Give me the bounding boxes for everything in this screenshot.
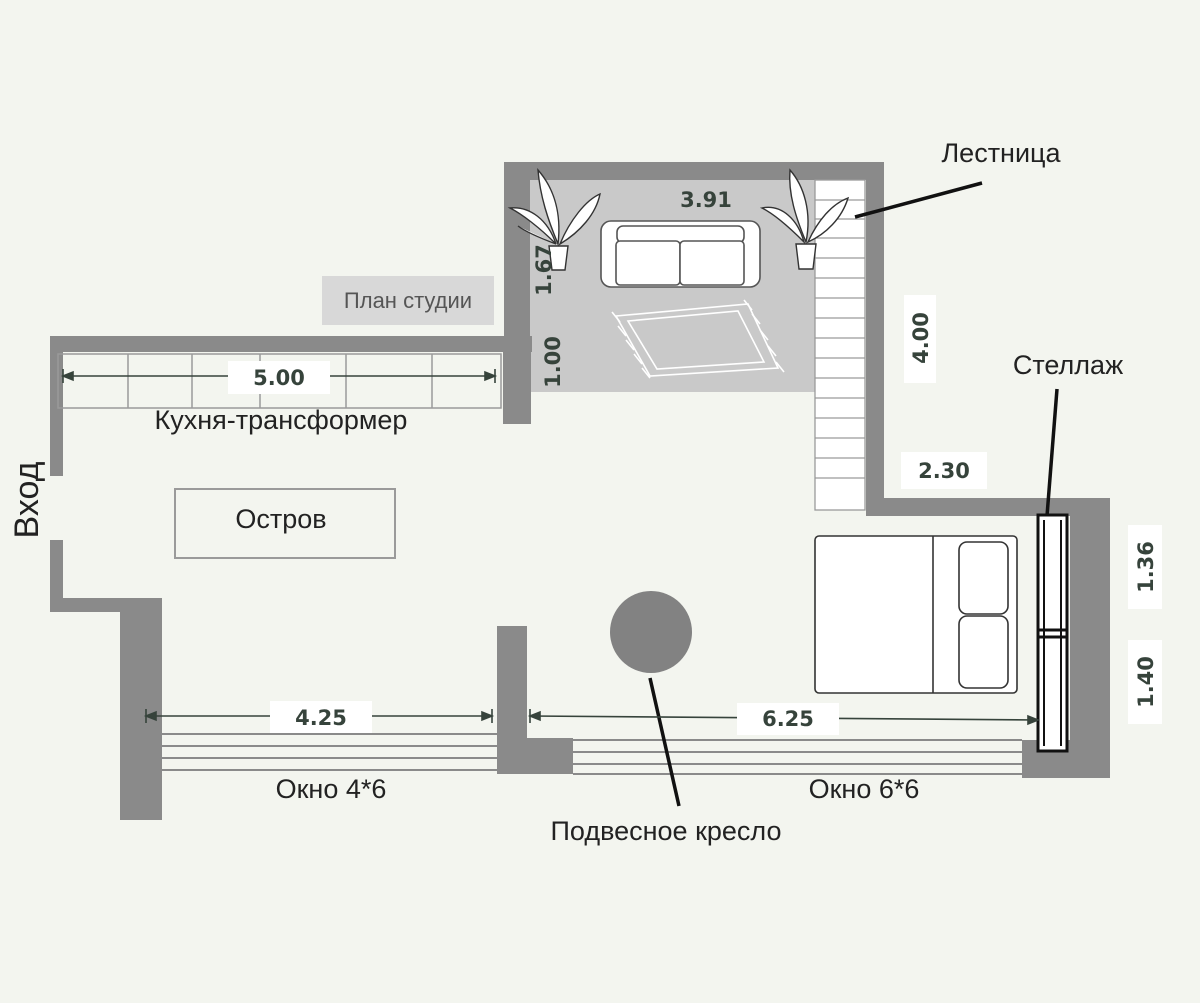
dim-right-window-width: 6.25 [762,707,814,731]
wall-upper-left [504,162,530,342]
label-entrance: Вход [8,461,46,538]
dim-passage-depth: 1.00 [541,336,565,388]
dim-stairs-length: 4.00 [909,312,933,364]
label-island: Остров [235,504,326,534]
label-window-left: Окно 4*6 [276,774,387,804]
dim-shelving-upper: 1.36 [1134,541,1158,593]
title-badge: План студии [344,288,472,313]
dim-upper-room-depth: 1.67 [532,244,556,296]
wall-upper-top [504,162,884,180]
dim-upper-room-width: 3.91 [680,188,732,212]
sofa [600,220,761,288]
dim-kitchen-width: 5.00 [253,366,305,390]
label-hanging-chair: Подвесное кресло [550,816,781,846]
leader-lines [648,181,1059,807]
wall-stairs-right [866,162,884,516]
label-window-right: Окно 6*6 [809,774,920,804]
label-stairs: Лестница [941,138,1061,168]
dim-left-window-width: 4.25 [295,706,347,730]
plant-right [759,168,850,270]
shelving-unit [1036,513,1069,753]
walls [50,162,1110,820]
dim-stairs-offset: 2.30 [918,459,970,483]
title-badge-bg [322,276,494,325]
hanging-chair [610,591,692,673]
window-right [573,739,1022,775]
wall-left-upper [50,336,63,476]
plant-left [507,167,601,271]
wall-column-left [120,598,162,820]
bed [814,535,1018,694]
wall-mid-pillar [497,626,527,774]
window-left [162,733,497,771]
wall-divider-pillar [503,336,531,424]
wall-bottom-middle [527,738,573,774]
wall-left-lower [50,540,63,612]
label-kitchen: Кухня-трансформер [155,405,408,435]
dimension-badges [228,295,1162,735]
dim-shelving-lower: 1.40 [1134,656,1158,708]
label-shelving: Стеллаж [1013,350,1123,380]
stairs [814,179,866,511]
rug [611,299,785,379]
wall-top-left [50,336,532,352]
island-outline [174,488,396,559]
wall-right [1070,498,1110,778]
